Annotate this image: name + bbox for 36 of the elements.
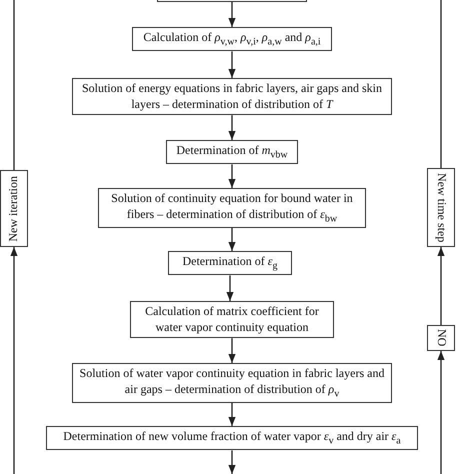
process-box — [130, 301, 334, 338]
node-text: Determination of new volume fraction of water vapor ε$_{v}$ and dry air ε$_{a}$ — [63, 429, 401, 448]
node-text: Calculation of matrix coefficient for water vapor continuity equation — [144, 304, 320, 336]
arrow — [10, 247, 18, 474]
arrow — [228, 164, 236, 188]
connector-line — [440, 0, 442, 168]
process-box — [132, 27, 332, 52]
arrow — [228, 402, 236, 426]
arrow — [226, 275, 234, 301]
node-text: NO — [434, 329, 449, 347]
arrow — [228, 115, 236, 140]
process-box — [166, 140, 298, 164]
process-box — [98, 188, 366, 228]
arrow — [228, 450, 236, 474]
process-box — [72, 78, 392, 116]
arrow — [228, 2, 236, 27]
node-text: New iteration — [6, 176, 22, 242]
label-box — [427, 325, 455, 351]
connector-line — [13, 0, 15, 170]
node-text: Determination of m$_{vbw}$ — [176, 143, 288, 162]
process-box — [46, 426, 418, 450]
node-text: Solution of water vapor continuity equation in fabric layers and air gaps – determination of distribution of ρ$_{v}$ — [79, 366, 385, 400]
label-box — [427, 168, 455, 247]
node-text: Calculation of ρ$_{v,w}$, ρ$_{v,i}$, ρ$_{a,w}$ and ρ$_{a,i}$ — [143, 30, 321, 48]
arrow — [228, 51, 236, 78]
label-box — [0, 170, 28, 247]
arrow — [437, 351, 445, 474]
process-box — [168, 251, 292, 276]
node-text: Solution of energy equations in fabric layers, air gaps and skin layers – determination of distribution of T — [80, 81, 384, 112]
node-text: New time step — [434, 172, 449, 242]
arrow — [437, 247, 445, 325]
node-text: Determination of ε$_{g}$ — [182, 254, 278, 272]
process-box — [72, 363, 392, 403]
arrow — [228, 228, 236, 251]
node-text: Solution of continuity equation for bound water in fibers – determination of distribution of ε$_{bw}$ — [110, 191, 354, 225]
arrow — [228, 338, 236, 363]
